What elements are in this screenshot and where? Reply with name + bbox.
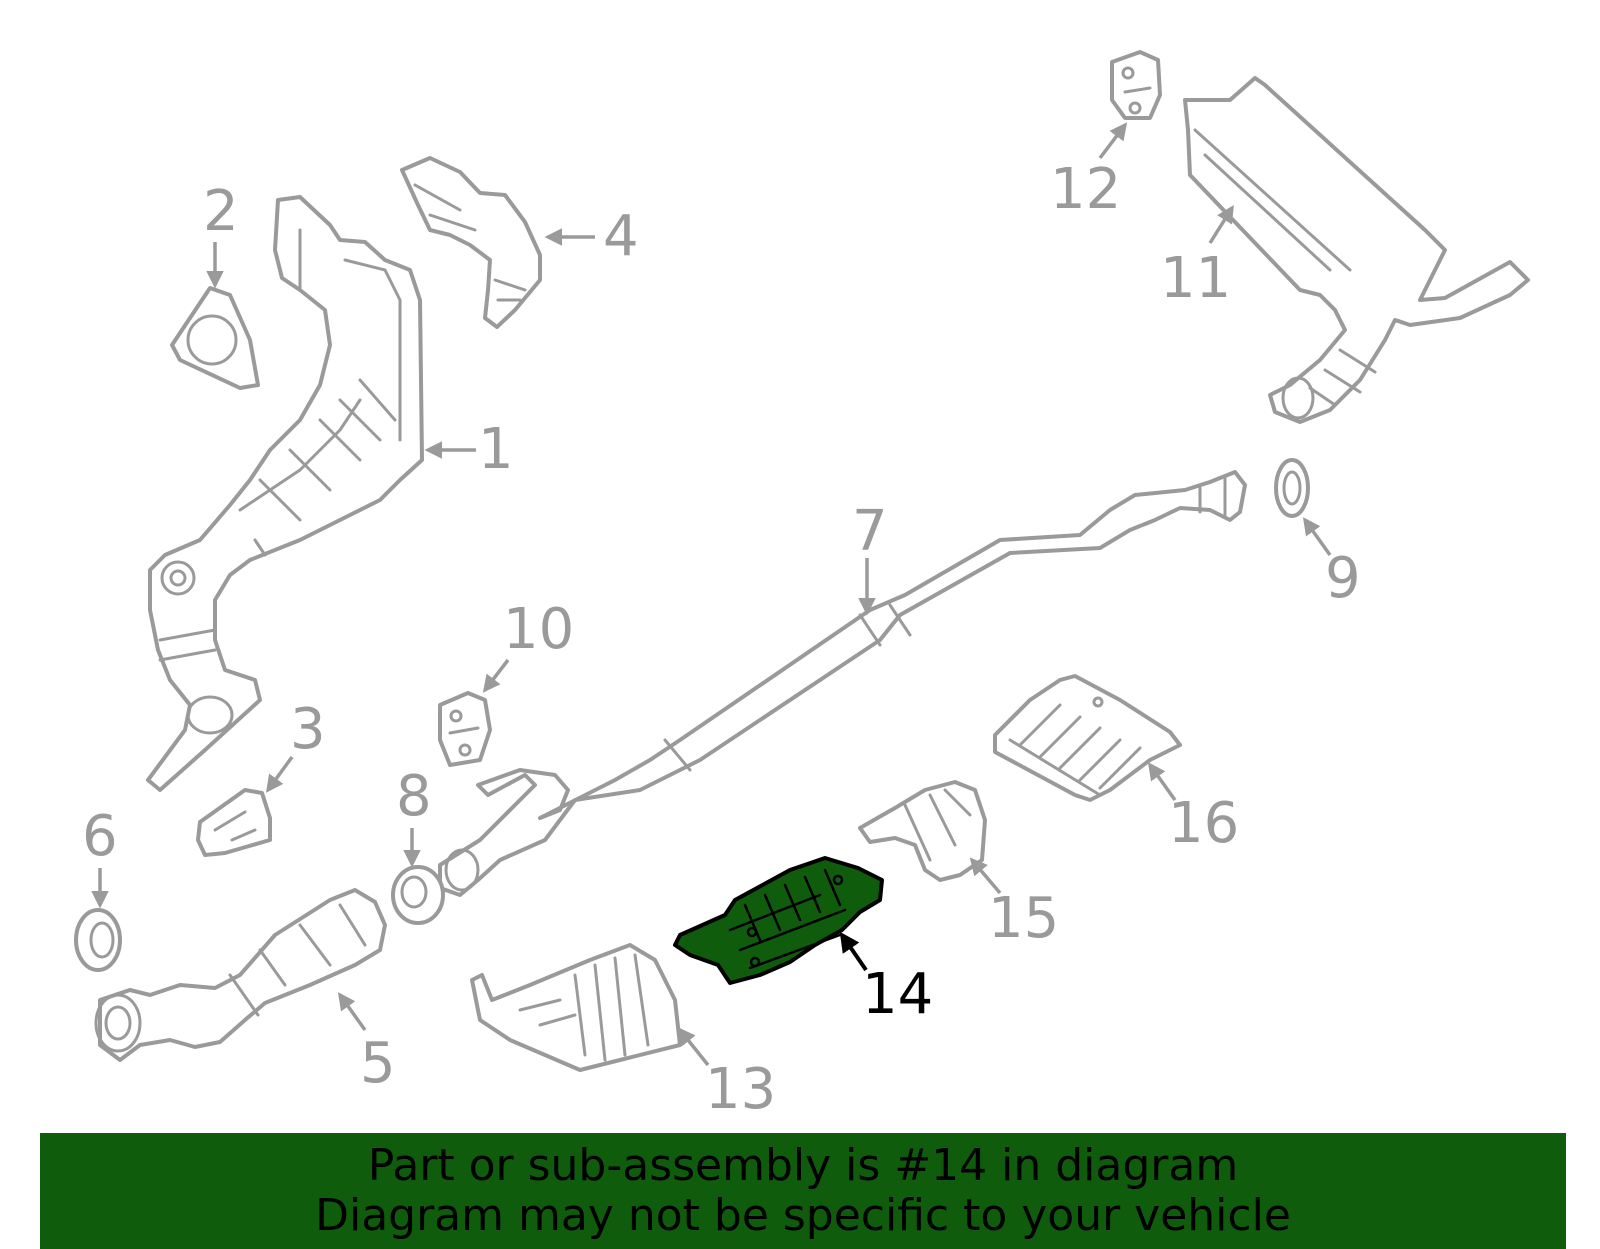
- part-9-gasket[interactable]: [1274, 458, 1310, 518]
- banner-line-2: Diagram may not be specific to your vehi…: [315, 1190, 1291, 1241]
- part-1-catalytic-converter[interactable]: [146, 195, 424, 792]
- info-banner: Part or sub-assembly is #14 in diagram D…: [40, 1133, 1566, 1249]
- callout-5: 5: [360, 1031, 396, 1096]
- part-13-heat-shield[interactable]: [470, 943, 682, 1072]
- callout-labels: 1 2 3 4 5 6 7 8 9 10 11 12 13 14 15 16: [82, 157, 1361, 1122]
- callout-15: 15: [988, 886, 1059, 951]
- arrow-12: [1098, 122, 1128, 160]
- leader-arrows: [91, 122, 1332, 1067]
- part-3-bracket[interactable]: [196, 788, 272, 857]
- part-5-catalytic-converter[interactable]: [94, 888, 387, 1062]
- arrow-10: [482, 658, 510, 693]
- arrow-14: [839, 931, 868, 972]
- banner-line-1: Part or sub-assembly is #14 in diagram: [367, 1140, 1239, 1191]
- part-16-heat-shield[interactable]: [993, 674, 1182, 802]
- arrow-11: [1208, 205, 1234, 244]
- callout-13: 13: [705, 1057, 776, 1122]
- callout-14: 14: [862, 962, 933, 1027]
- callout-11: 11: [1160, 246, 1231, 311]
- callout-10: 10: [503, 597, 574, 662]
- callout-3: 3: [290, 697, 326, 762]
- part-14-heat-shield-highlighted[interactable]: [673, 856, 884, 985]
- part-6-seal-ring[interactable]: [74, 908, 122, 972]
- part-8-seal-ring[interactable]: [391, 865, 445, 925]
- callout-12: 12: [1050, 157, 1121, 222]
- part-12-hanger[interactable]: [1110, 50, 1162, 120]
- callout-16: 16: [1168, 791, 1239, 856]
- callout-4: 4: [603, 204, 639, 269]
- callout-1: 1: [478, 417, 514, 482]
- arrow-13: [677, 1027, 710, 1067]
- arrow-5: [337, 992, 367, 1032]
- callout-6: 6: [82, 804, 118, 869]
- part-4-heat-shield[interactable]: [400, 156, 542, 329]
- arrow-9: [1302, 517, 1332, 557]
- part-10-hanger[interactable]: [438, 691, 492, 767]
- part-2-gasket[interactable]: [170, 286, 260, 390]
- callout-7: 7: [852, 499, 888, 564]
- callout-9: 9: [1325, 546, 1361, 611]
- part-11-muffler[interactable]: [1183, 76, 1530, 424]
- callout-2: 2: [203, 179, 239, 244]
- part-15-bracket[interactable]: [858, 780, 987, 882]
- callout-8: 8: [396, 764, 432, 829]
- part-7-center-pipe[interactable]: [438, 470, 1247, 897]
- arrow-16: [1147, 762, 1177, 802]
- arrow-3: [265, 755, 294, 793]
- arrow-15: [969, 857, 1002, 895]
